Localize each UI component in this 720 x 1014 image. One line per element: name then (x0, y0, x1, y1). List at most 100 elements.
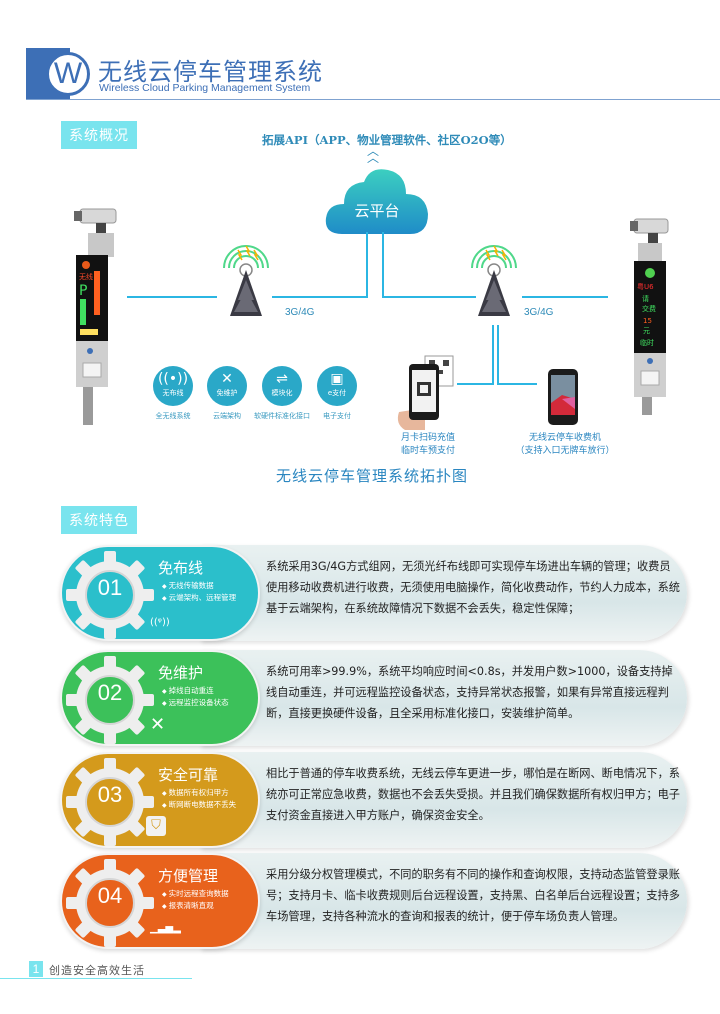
connector-line (272, 296, 366, 298)
cloud-platform: 云平台 (322, 162, 432, 242)
cell-tower-icon (471, 245, 517, 316)
svg-text:P: P (79, 283, 87, 299)
qr-phone-icon (397, 355, 454, 430)
cloud-icon (325, 169, 428, 234)
gear-icon (66, 758, 154, 846)
section-tag-features: 系统特色 (61, 506, 137, 534)
antenna-icon: ((ᵠ)) (150, 617, 170, 628)
card-number: 01 (97, 575, 123, 600)
feature-card-3: 03 安全可靠 数据所有权归甲方 断网断电数据不丢失 ⛉ 相比于普通的停车收费系… (60, 752, 687, 848)
page-subtitle: Wireless Cloud Parking Management System (99, 82, 311, 94)
usb-icon: ⇌ 模块化 (262, 366, 302, 406)
tools-icon: ✕ 免维护 (207, 366, 247, 406)
svg-text:请: 请 (642, 294, 649, 303)
header-divider (26, 99, 720, 100)
card-number: 04 (97, 883, 123, 908)
svg-text:临时: 临时 (640, 338, 654, 347)
card-title: 免维护 (158, 664, 204, 682)
card-background (200, 650, 687, 746)
parking-terminal-left: 无线 P (70, 205, 130, 425)
tools-icon: ✕ (150, 714, 166, 735)
card-subpoint: 实时远程查询数据 (162, 888, 229, 899)
svg-text:粤U6: 粤U6 (637, 282, 654, 291)
feature-card-2: 02 免维护 掉线自动重连 远程监控设备状态 ✕ 系统可用率>99.9%，系统平… (60, 650, 687, 746)
card-subpoint: 数据所有权归甲方 (162, 787, 229, 798)
card-subpoint: 远程监控设备状态 (162, 697, 229, 708)
feature-icon-label: 无布线 (162, 389, 184, 397)
logo: W (46, 52, 90, 96)
page-header: W 无线云停车管理系统 Wireless Cloud Parking Manag… (0, 38, 720, 100)
card-subpoint: 断网断电数据不丢失 (162, 799, 237, 810)
gear-icon (66, 656, 154, 744)
logo-letter: W (53, 57, 83, 90)
api-text: 拓展API（APP、物业管理软件、社区O2O等） (262, 133, 512, 147)
handheld-caption: 无线云停车收费机 （支持入口无牌车放行） (515, 433, 615, 456)
card-subpoint: 云端架构、远程管理 (162, 592, 237, 603)
gear-icon (66, 859, 154, 947)
handheld-phone-icon (551, 375, 575, 415)
svg-text:元: 元 (643, 327, 650, 335)
connector-line (382, 296, 476, 298)
diagram-title: 无线云停车管理系统拓扑图 (276, 467, 469, 485)
card-background (200, 853, 687, 949)
card-title: 免布线 (158, 559, 204, 577)
card-subpoint: 掉线自动重连 (162, 685, 214, 696)
connector-line (497, 383, 537, 385)
card-title: 安全可靠 (158, 766, 219, 784)
footer-divider (0, 978, 192, 979)
connector-line (457, 383, 494, 385)
card-title: 方便管理 (158, 867, 219, 885)
phone-caption: 月卡扫码充值 临时车预支付 (400, 433, 455, 456)
connector-line (522, 296, 608, 298)
cell-tower-right (464, 240, 524, 320)
card-subpoint: 报表清晰直观 (162, 900, 214, 911)
connector-line (366, 232, 368, 298)
footer-slogan: 创造安全高效生活 (49, 964, 145, 977)
card-description: 采用分级分权管理模式，不同的职务有不同的操作和查询权限，支持动态监管登录账号；支… (266, 868, 680, 923)
network-label-left: 3G/4G (285, 307, 315, 318)
feature-card-1: 01 免布线 无线传输数据 云端架构、远程管理 ((ᵠ)) 系统采用3G/4G方… (60, 545, 687, 641)
cell-tower-left (216, 240, 276, 320)
parking-terminal-right: 粤U6 请 交费 15 元 临时 (628, 215, 688, 435)
card-background (200, 545, 687, 641)
network-label-right: 3G/4G (524, 307, 554, 318)
svg-text:交费: 交费 (642, 304, 656, 313)
feature-card-4: 04 方便管理 实时远程查询数据 报表清晰直观 ▁▃▅▂ 采用分级分权管理模式，… (60, 853, 687, 949)
card-subpoint: 无线传输数据 (162, 580, 214, 591)
page-number: 1 (29, 961, 43, 977)
svg-text:无线: 无线 (79, 272, 93, 281)
feature-caption: 电子支付 (323, 412, 351, 420)
cloud-label: 云平台 (354, 202, 400, 220)
parking-terminal-icon: 粤U6 请 交费 15 元 临时 (630, 218, 669, 415)
hand-phone-qr (395, 352, 465, 432)
handheld-terminal (548, 369, 578, 425)
connector-line (497, 325, 499, 385)
feature-icon-label: 免维护 (216, 389, 238, 397)
feature-caption: 云端架构 (213, 412, 241, 420)
payment-icon: ▣ e支付 (317, 366, 357, 406)
double-chevron-up-icon: ︿︿ (367, 144, 380, 165)
feature-caption: 软硬件标准化接口 (254, 412, 310, 420)
cell-tower-icon (223, 245, 269, 316)
card-number: 02 (97, 680, 123, 705)
feature-icon-label: e支付 (327, 389, 347, 397)
gear-icon (66, 551, 154, 639)
feature-caption: 全无线系统 (155, 412, 191, 420)
connector-line (382, 232, 384, 298)
card-description: 系统采用3G/4G方式组网，无须光纤布线即可实现停车场进出车辆的管理；收费员使用… (266, 560, 680, 615)
feature-icon-label: 模块化 (271, 389, 293, 397)
bar-chart-icon: ▁▃▅▂ (150, 923, 181, 934)
card-pill: 02 免维护 掉线自动重连 远程监控设备状态 ✕ (60, 650, 260, 746)
card-description: 相比于普通的停车收费系统，无线云停车更进一步，哪怕是在断网、断电情况下，系统亦可… (266, 767, 680, 822)
svg-text:15: 15 (643, 317, 652, 325)
wifi-icon: ((•)) 无布线 (153, 366, 193, 406)
shield-icon: ⛉ (146, 816, 166, 836)
card-description: 系统可用率>99.9%，系统平均响应时间<0.8s，并发用户数>1000，设备支… (266, 665, 673, 720)
card-number: 03 (97, 782, 123, 807)
card-background (200, 752, 687, 848)
card-pill: 04 方便管理 实时远程查询数据 报表清晰直观 ▁▃▅▂ (60, 853, 260, 949)
page-title: 无线云停车管理系统 (98, 58, 323, 86)
section-tag-overview: 系统概况 (61, 121, 137, 149)
card-pill: 03 安全可靠 数据所有权归甲方 断网断电数据不丢失 ⛉ (60, 752, 260, 848)
card-pill: 01 免布线 无线传输数据 云端架构、远程管理 ((ᵠ)) (60, 545, 260, 641)
